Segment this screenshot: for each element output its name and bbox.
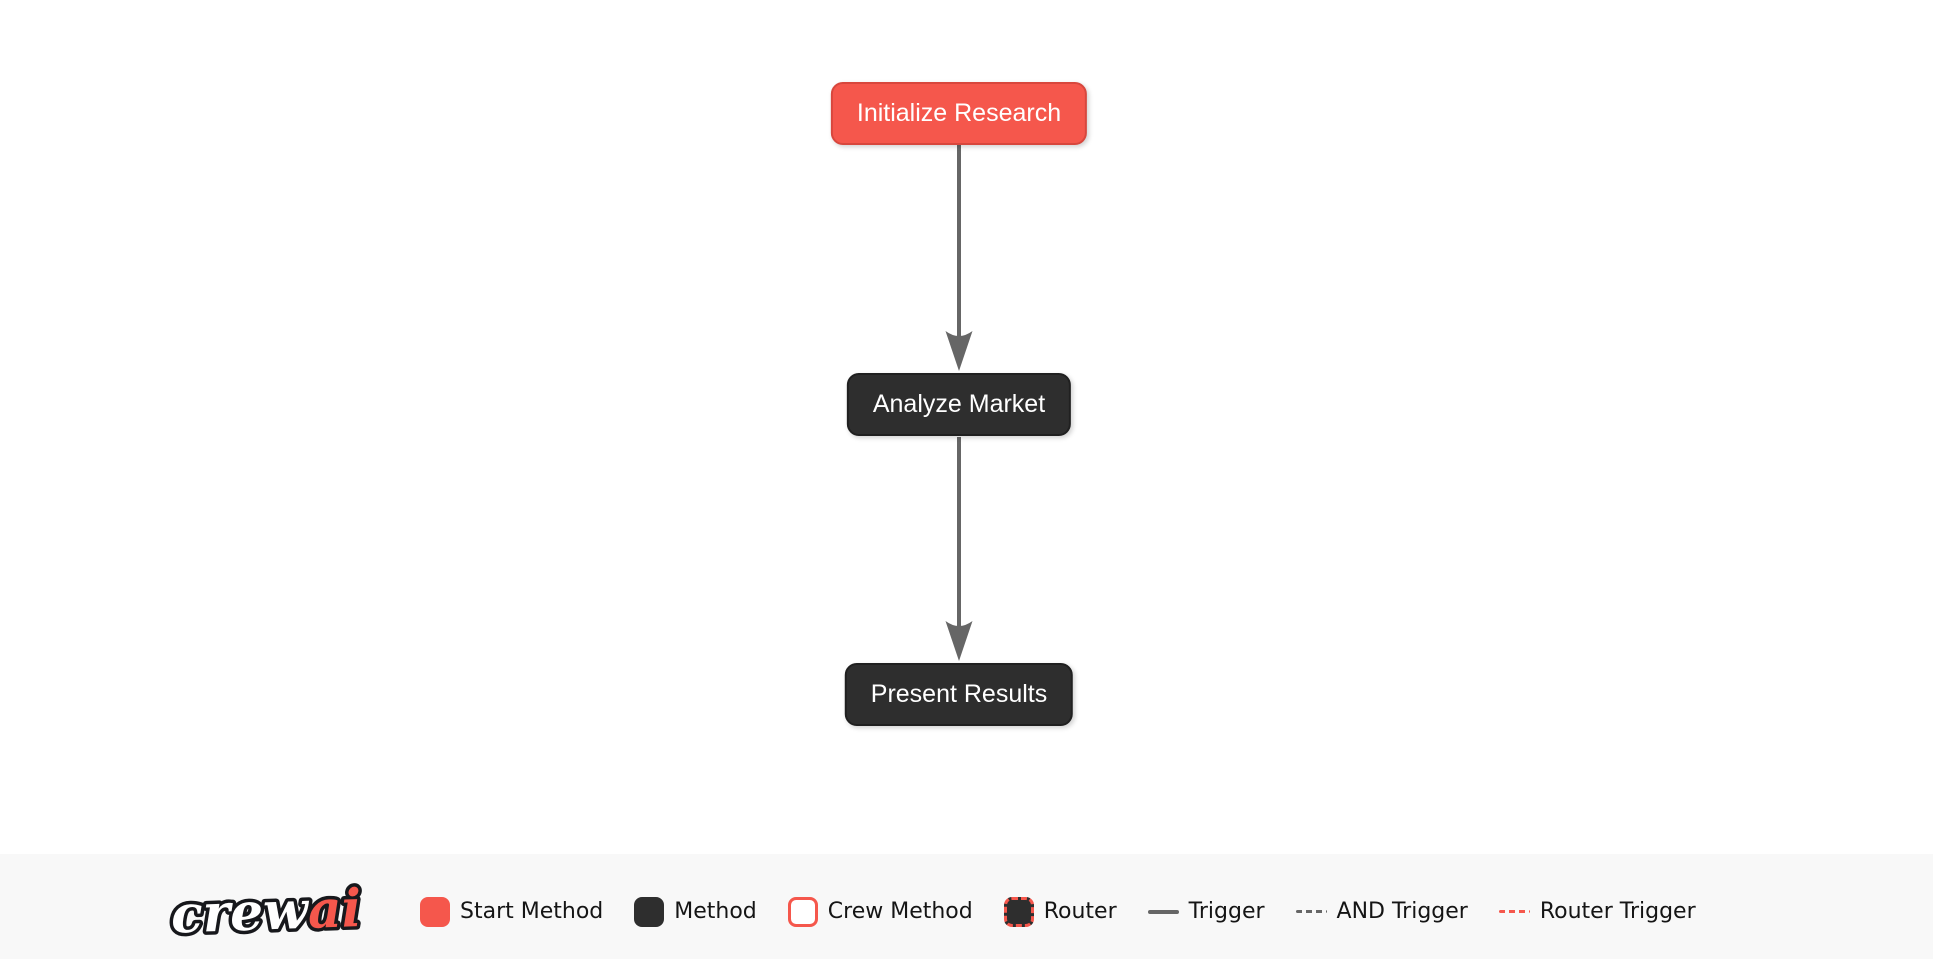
legend-label: Method: [674, 899, 757, 924]
crewai-logo: crewai: [166, 879, 365, 945]
legend-items: Start Method Method Crew Method Router T…: [420, 896, 1696, 927]
legend-bar: crewai Start Method Method Crew Method R…: [0, 854, 1933, 959]
legend-label: AND Trigger: [1336, 899, 1468, 924]
legend-item-and-trigger: AND Trigger: [1295, 899, 1468, 924]
crew-method-swatch-icon: [787, 896, 818, 927]
router-trigger-line-icon: [1498, 910, 1530, 913]
legend-item-crew-method: Crew Method: [787, 896, 973, 927]
edge-trigger-1: [945, 145, 973, 371]
legend-label: Crew Method: [827, 899, 973, 924]
legend-label: Router Trigger: [1539, 899, 1696, 924]
router-swatch-icon: [1003, 896, 1034, 927]
legend-label: Router: [1043, 899, 1117, 924]
start-method-swatch-icon: [420, 896, 450, 927]
logo-text-ai: ai: [307, 879, 363, 941]
and-trigger-line-icon: [1295, 910, 1327, 913]
arrowhead-down-icon: [945, 331, 973, 371]
trigger-line-icon: [1147, 909, 1179, 914]
svg-text:crewai: crewai: [170, 879, 362, 945]
logo-text-crew: crew: [170, 879, 311, 944]
legend-label: Trigger: [1188, 899, 1265, 924]
flow-edges: [945, 145, 973, 661]
flow-node-initialize-research[interactable]: Initialize Research: [830, 82, 1088, 145]
legend-item-router: Router: [1003, 896, 1117, 927]
arrowhead-down-icon: [945, 621, 973, 661]
legend-item-method: Method: [634, 896, 757, 927]
flow-node-analyze-market[interactable]: Analyze Market: [846, 373, 1072, 436]
flow-node-present-results[interactable]: Present Results: [844, 663, 1074, 726]
method-swatch-icon: [634, 896, 665, 927]
legend-item-trigger: Trigger: [1147, 899, 1265, 924]
legend-label: Start Method: [460, 899, 604, 924]
edge-trigger-2: [945, 437, 973, 661]
flow-canvas[interactable]: Initialize Research Analyze Market Prese…: [0, 0, 1933, 854]
legend-item-router-trigger: Router Trigger: [1498, 899, 1696, 924]
legend-item-start-method: Start Method: [420, 896, 604, 927]
